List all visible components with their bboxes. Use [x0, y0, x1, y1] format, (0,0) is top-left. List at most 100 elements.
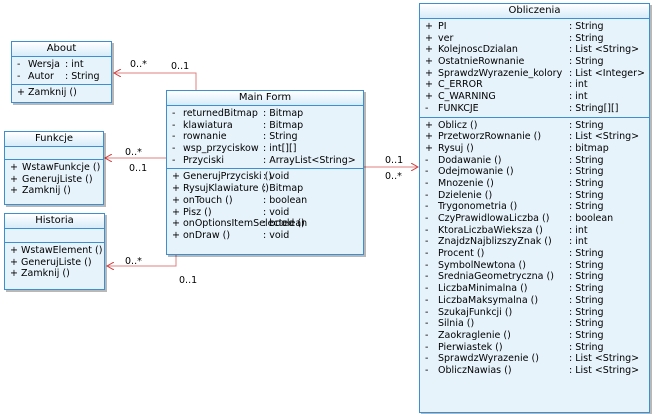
class-obliczenia[interactable]: Obliczenia +PI: String+ver: String+Kolej… — [419, 3, 650, 413]
visibility-marker: + — [10, 185, 18, 197]
return-type: : String — [569, 189, 604, 201]
attribute-type: : int — [569, 91, 588, 103]
visibility-marker: + — [425, 142, 433, 154]
return-type: : String — [569, 318, 604, 330]
visibility-marker: - — [425, 154, 429, 166]
attribute-type: : String — [65, 70, 100, 82]
visibility-marker: + — [425, 21, 433, 32]
operation-name: Zamknij () — [28, 87, 77, 99]
obliczenia-attributes-row: -FUNKCJE: String[][] — [420, 103, 649, 115]
obliczenia-operations-row: -ObliczNawias (): List <String> — [420, 365, 649, 377]
attribute-type: : String — [569, 56, 604, 68]
operation-name: ZnajdzNajblizszyZnak () — [438, 236, 552, 248]
operation-name: onDraw () — [183, 229, 231, 241]
class-about[interactable]: About -Wersja: int-Autor: String +Zamkni… — [11, 41, 112, 103]
return-type: : boolean — [263, 218, 308, 230]
attribute-name: klawiatura — [183, 119, 233, 131]
attribute-type: : String — [569, 32, 604, 44]
attribute-name: Przyciski — [183, 154, 225, 166]
class-about-attributes: -Wersja: int-Autor: String — [12, 57, 111, 84]
visibility-marker: - — [172, 108, 176, 119]
class-funkcje[interactable]: Funkcje +WstawFunkcje ()+GenerujListe ()… — [4, 131, 104, 205]
operation-name: SzukajFunkcji () — [438, 306, 513, 318]
mainform-operations-row: +onTouch (): boolean — [167, 195, 363, 207]
attribute-type: : List <String> — [569, 44, 640, 56]
return-type: : int — [569, 224, 588, 236]
operation-name: Zamknij () — [21, 268, 70, 280]
obliczenia-operations-row: +PrzetworzRownanie (): List <String> — [420, 131, 649, 143]
assoc-line-about — [114, 73, 197, 90]
operation-name: GenerujListe () — [21, 256, 92, 268]
multiplicity-about-main: 0..1 — [171, 61, 190, 72]
class-obliczenia-attributes: + PI : String + ver : String + KolejnoscDzialan… — [420, 19, 649, 117]
operation-name: Pisz () — [183, 206, 212, 218]
visibility-marker: - — [425, 102, 429, 114]
class-historia-operations: +WstawElement ()+GenerujListe ()+Zamknij… — [5, 242, 104, 282]
return-type: : String — [569, 177, 604, 189]
attribute-name: ver — [438, 32, 454, 44]
attribute-name: C_WARNING — [438, 91, 496, 103]
visibility-marker: + — [425, 79, 433, 91]
obliczenia-operations-row: -SprawdzWyrazenie (): List <String> — [420, 353, 649, 365]
class-main-form-title: Main Form — [167, 91, 363, 106]
return-type: : void — [263, 206, 290, 218]
operation-name: Silnia () — [438, 318, 475, 330]
mainform-operations-row: +GenerujPrzyciski (): void — [167, 171, 363, 183]
operation-name: Rysuj () — [438, 142, 474, 154]
visibility-marker: + — [172, 218, 180, 230]
mainform-operations-row: +Pisz () : void — [167, 207, 363, 219]
operation-name: Procent () — [438, 248, 485, 260]
obliczenia-operations-row: -SzukajFunkcji (): String — [420, 307, 649, 319]
attribute-type: : int[][] — [263, 143, 297, 155]
obliczenia-operations-row: -SymbolNewtona (): String — [420, 260, 649, 272]
attribute-name: wsp_przyciskow — [183, 143, 259, 155]
mainform-attributes-row: -Przyciski: ArrayList<String> — [167, 155, 363, 167]
class-historia[interactable]: Historia +WstawElement ()+GenerujListe (… — [4, 213, 105, 290]
visibility-marker: - — [425, 306, 429, 318]
return-type: : String — [569, 119, 604, 131]
operation-name: SymbolNewtona () — [438, 259, 526, 271]
visibility-marker: - — [425, 318, 429, 330]
attribute-name: C_ERROR — [438, 79, 483, 91]
mainform-attributes-row: -rownanie: String — [167, 131, 363, 143]
attribute-name: Autor — [28, 70, 54, 82]
attribute-name: SprawdzWyrazenie_kolory — [438, 67, 563, 79]
class-main-form[interactable]: Main Form -returnedBitmap: Bitmap-klawia… — [166, 90, 364, 255]
operation-name: LiczbaMinimalna () — [438, 283, 528, 295]
attribute-type: : int — [569, 79, 588, 91]
return-type: : Bitmap — [263, 183, 304, 195]
class-historia-attributes — [5, 229, 104, 242]
obliczenia-attributes-row: +PI: String — [420, 21, 649, 33]
return-type: : String — [569, 329, 604, 341]
obliczenia-attributes-row: +SprawdzWyrazenie_kolory: List <Integer> — [420, 68, 649, 80]
attribute-type: : String — [263, 131, 298, 143]
return-type: : String — [569, 271, 604, 283]
historia-operations-row: +WstawElement () — [5, 245, 104, 257]
multiplicity-funkcje-side: 0..* — [125, 147, 142, 158]
mainform-operations-row: +onDraw (): void — [167, 230, 363, 242]
visibility-marker: + — [172, 206, 180, 218]
visibility-marker: + — [10, 256, 18, 268]
visibility-marker: + — [17, 87, 25, 99]
visibility-marker: - — [172, 119, 176, 131]
multiplicity-about-side: 0..* — [130, 59, 147, 70]
return-type: : String — [569, 283, 604, 295]
visibility-marker: - — [172, 154, 176, 166]
attribute-name: PI — [438, 21, 447, 32]
visibility-marker: - — [425, 177, 429, 189]
visibility-marker: + — [425, 91, 433, 103]
funkcje-operations-row: +GenerujListe () — [5, 174, 103, 186]
visibility-marker: - — [425, 329, 429, 341]
attribute-name: FUNKCJE — [438, 102, 479, 114]
obliczenia-operations-row: +Oblicz (): String — [420, 120, 649, 132]
attribute-name: KolejnoscDzialan — [438, 44, 518, 56]
historia-operations-row: +Zamknij () — [5, 268, 104, 280]
operation-name: Zaokraglenie () — [438, 329, 511, 341]
visibility-marker: - — [425, 294, 429, 306]
visibility-marker: - — [17, 59, 21, 70]
historia-operations-row: +GenerujListe () — [5, 257, 104, 269]
obliczenia-operations-row: -KtoraLiczbaWieksza (): int — [420, 225, 649, 237]
visibility-marker: - — [425, 259, 429, 271]
visibility-marker: + — [425, 32, 433, 44]
operation-name: WstawFunkcje () — [22, 162, 101, 173]
